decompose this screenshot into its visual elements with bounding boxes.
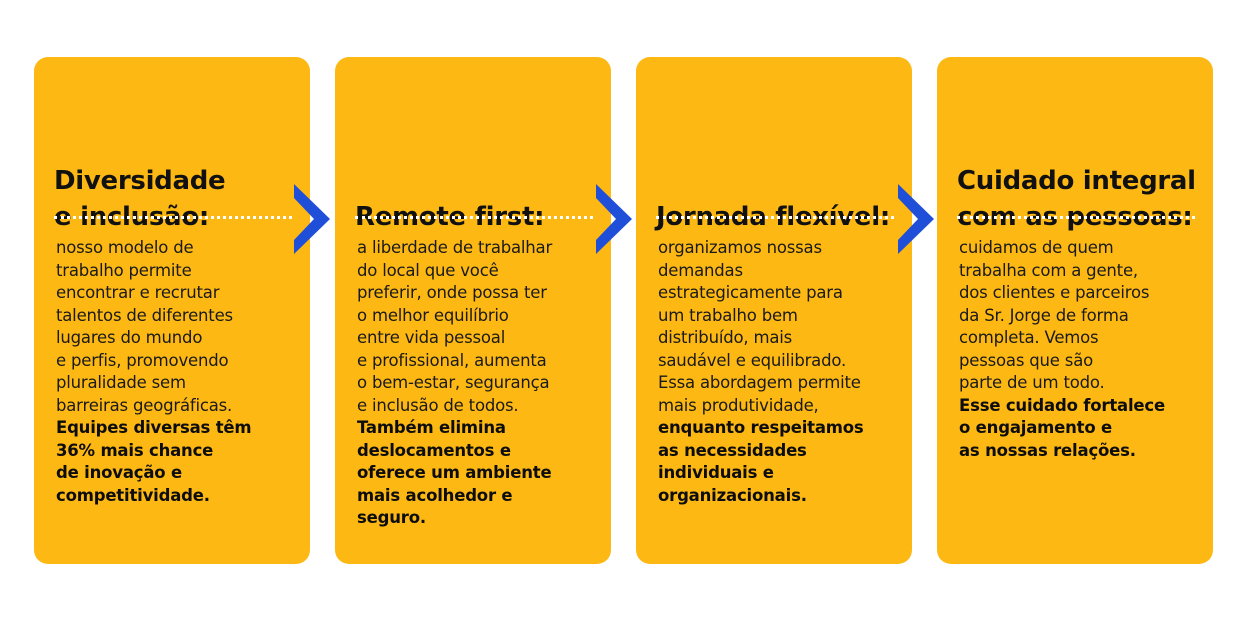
highlight-line: as nossas relações. <box>959 440 1136 460</box>
body-line: encontrar e recrutar <box>56 283 220 302</box>
body-line: o bem-estar, segurança <box>357 373 550 392</box>
chevron-right-icon-shape <box>294 184 330 254</box>
body-line: mais produtividade, <box>658 395 819 415</box>
card-flexible-schedule: Jornada flexível: organizamos nossas dem… <box>636 57 912 564</box>
chevron-right-icon-shape <box>596 184 632 254</box>
chevron-right-icon-shape <box>898 184 934 254</box>
highlight-line: as necessidades <box>658 440 807 460</box>
highlight-line: enquanto respeitamos <box>658 418 864 437</box>
body-line: organizamos nossas <box>658 238 822 257</box>
body-line: o melhor equilíbrio <box>357 305 509 325</box>
highlight-line: mais acolhedor e <box>357 485 513 505</box>
body-line: parte de um todo. <box>959 373 1105 392</box>
card-body: cuidamos de quem trabalha com a gente, d… <box>959 237 1203 462</box>
body-line: lugares do mundo <box>56 328 203 347</box>
body-line: e inclusão de todos. <box>357 395 519 415</box>
card-body: nosso modelo de trabalho permite encontr… <box>56 237 300 507</box>
body-line: demandas <box>658 260 743 280</box>
body-line: trabalha com a gente, <box>959 260 1138 280</box>
dotted-divider <box>355 216 593 219</box>
card-title-line: Cuidado integral <box>957 166 1196 196</box>
chevron-right-icon <box>596 184 632 254</box>
body-line: Essa abordagem permite <box>658 373 861 392</box>
body-line: cuidamos de quem <box>959 238 1114 257</box>
dotted-divider <box>656 216 894 219</box>
body-line: pessoas que são <box>959 350 1093 370</box>
card-integral-care: Cuidado integral com as pessoas: cuidamo… <box>937 57 1213 564</box>
card-diversity-inclusion: Diversidade e inclusão: nosso modelo de … <box>34 57 310 564</box>
card-title: Cuidado integral com as pessoas: <box>957 163 1205 235</box>
body-line: trabalho permite <box>56 260 192 280</box>
body-line: completa. Vemos <box>959 328 1099 347</box>
body-line: a liberdade de trabalhar <box>357 238 553 257</box>
body-line: distribuído, mais <box>658 328 793 347</box>
highlight-line: Esse cuidado fortalece <box>959 395 1165 415</box>
body-line: um trabalho bem <box>658 305 798 325</box>
chevron-right-icon <box>294 184 330 254</box>
highlight-line: organizacionais. <box>658 485 807 505</box>
body-line: estrategicamente para <box>658 283 843 302</box>
card-body: a liberdade de trabalhar do local que vo… <box>357 237 601 530</box>
card-remote-first: Remote first: a liberdade de trabalhar d… <box>335 57 611 564</box>
body-line: e profissional, aumenta <box>357 350 547 370</box>
body-line: talentos de diferentes <box>56 305 233 325</box>
body-line: barreiras geográficas. <box>56 395 233 415</box>
body-line: dos clientes e parceiros <box>959 283 1150 302</box>
body-line: e perfis, promovendo <box>56 350 229 370</box>
body-line: preferir, onde possa ter <box>357 283 547 302</box>
highlight-line: deslocamentos e <box>357 440 511 460</box>
card-title-line: Diversidade <box>54 166 226 196</box>
highlight-line: oferece um ambiente <box>357 463 552 482</box>
card-title: Diversidade e inclusão: <box>54 163 302 235</box>
highlight-line: de inovação e <box>56 463 182 482</box>
highlight-line: Equipes diversas têm <box>56 418 252 437</box>
highlight-line: o engajamento e <box>959 418 1113 437</box>
highlight-line: 36% mais chance <box>56 440 214 460</box>
dotted-divider <box>54 216 292 219</box>
highlight-line: seguro. <box>357 508 426 527</box>
body-line: pluralidade sem <box>56 373 186 392</box>
dotted-divider <box>957 216 1195 219</box>
body-line: nosso modelo de <box>56 238 194 257</box>
body-line: do local que você <box>357 260 499 280</box>
body-line: da Sr. Jorge de forma <box>959 305 1129 325</box>
chevron-right-icon <box>898 184 934 254</box>
highlight-line: Também elimina <box>357 418 506 437</box>
highlight-line: competitividade. <box>56 485 210 505</box>
card-body: organizamos nossas demandas estrategicam… <box>658 237 902 507</box>
body-line: entre vida pessoal <box>357 328 506 347</box>
body-line: saudável e equilibrado. <box>658 350 847 370</box>
highlight-line: individuais e <box>658 463 774 482</box>
